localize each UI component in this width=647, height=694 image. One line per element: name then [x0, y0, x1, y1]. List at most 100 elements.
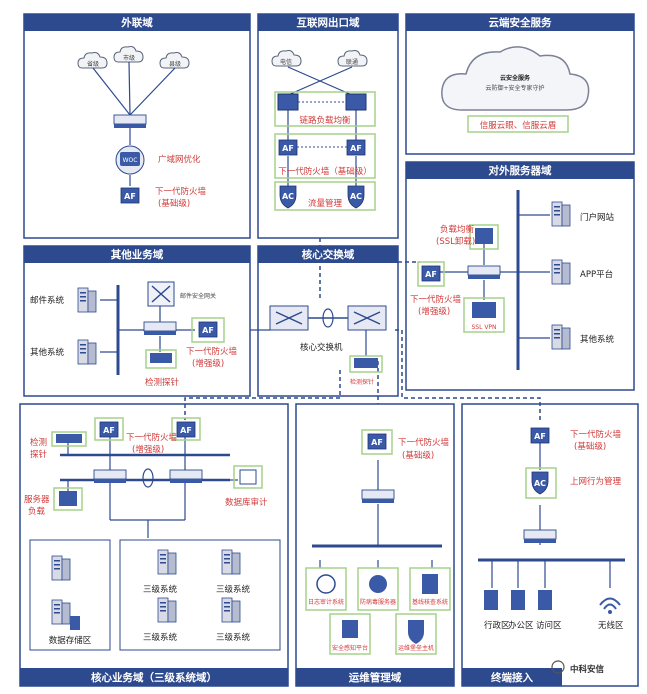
server-icon	[51, 555, 71, 581]
ops-content: 下一代防火墙 (基础级) 日志审计系统 防病毒服务器 基线核查系统 安全感知平台…	[305, 429, 451, 655]
server-icon	[157, 549, 177, 575]
cloud-label: 电信	[280, 58, 292, 66]
cloud-service-caption: 信服云眼、信服云盾	[480, 120, 557, 131]
server-icon	[77, 287, 97, 313]
watermark: 中科安信	[551, 660, 605, 675]
level3-label: 三级系统	[216, 584, 251, 595]
server-icon	[551, 259, 571, 285]
probe-label: 检测探针	[145, 377, 180, 388]
system-label: 邮件系统	[30, 295, 65, 306]
ssl-vpn-label: SSL VPN	[471, 324, 496, 331]
system-label: 其他系统	[30, 347, 65, 358]
woc-icon: WOC	[123, 157, 138, 164]
system-label: 其他系统	[580, 334, 615, 345]
external-zone-content: 省级 市级 县级 WOC 广域网优化 下一代防火墙 (基础级)	[77, 46, 207, 209]
lb-label: 负载	[28, 506, 46, 517]
zone-title-terminal: 终端接入	[491, 671, 533, 684]
af-firewall-core-1	[99, 421, 119, 438]
probe-label: 检测探针	[350, 378, 374, 386]
core-switch-content: 核心交换机 检测探针	[250, 305, 387, 386]
server-icon	[221, 597, 241, 623]
server-icon	[551, 324, 571, 350]
lb-label: (SSL卸载)	[436, 236, 475, 247]
af-firewall-core-2	[176, 421, 196, 438]
fw-label: (增强级)	[192, 358, 224, 369]
ops-tool-label: 基线核查系统	[412, 598, 448, 606]
external-server-switch	[467, 265, 501, 280]
cloud-service-title: 云安全服务	[500, 74, 531, 82]
zone-title-ops: 运维管理域	[349, 671, 402, 684]
af-firewall-external-server	[421, 265, 441, 282]
terminal-switch	[523, 529, 557, 544]
af-firewall-internet-1	[278, 139, 298, 156]
level3-label: 三级系统	[216, 632, 251, 643]
cloud-service-subtitle: 云防御+安全专家守护	[485, 84, 544, 92]
other-business-content: 邮件系统 其他系统 邮件安全网关 下一代防火墙 (增强级) 检测探针	[30, 281, 238, 388]
cloud-label: 省级	[87, 60, 99, 68]
mail-gateway-label: 邮件安全网关	[180, 292, 216, 300]
fw-label: (增强级)	[418, 306, 450, 317]
fw-label: (增强级)	[132, 444, 164, 455]
ops-tool-label: 运维堡垒主机	[398, 644, 434, 652]
cloud-label: 市级	[123, 54, 135, 62]
area-label: 办公区	[508, 620, 534, 631]
af-firewall-internet-2	[346, 139, 366, 156]
af-firewall-terminal	[530, 427, 550, 444]
svg-text:AC: AC	[350, 192, 362, 201]
other-business-switch	[143, 321, 177, 336]
area-label: 无线区	[598, 620, 624, 631]
system-label: 门户网站	[580, 212, 615, 223]
core-switch-label: 核心交换机	[300, 342, 343, 353]
fw-label: (基础级)	[402, 450, 434, 461]
area-label: 行政区	[484, 620, 510, 631]
cloud-label: 联通	[346, 58, 358, 66]
db-audit-label: 数据库审计	[225, 497, 268, 508]
level3-label: 三级系统	[143, 584, 178, 595]
fw-label: 下一代防火墙	[410, 294, 462, 305]
wan-opt-label: 广域网优化	[158, 154, 201, 165]
fw-label: 下一代防火墙	[126, 432, 178, 443]
storage-label: 数据存储区	[49, 635, 92, 646]
zone-title-external: 外联域	[120, 16, 153, 29]
core-business-switch-1	[93, 469, 127, 484]
ops-tool-label: 防病毒服务器	[360, 598, 396, 606]
server-icon	[551, 201, 571, 227]
zone-title-other-business: 其他业务域	[111, 248, 164, 261]
ac-label: 上网行为管理	[570, 476, 622, 487]
af-firewall-other	[198, 321, 218, 338]
zone-title-core-business: 核心业务域（三级系统域）	[91, 671, 217, 684]
server-icon	[157, 597, 177, 623]
external-router	[113, 114, 147, 129]
fw-label: 下一代防火墙	[570, 429, 622, 440]
af-firewall-ops	[367, 433, 387, 450]
external-server-content: 负载均衡 (SSL卸载) 下一代防火墙 (增强级) SSL VPN 门户网站 A…	[410, 190, 615, 370]
system-label: APP平台	[580, 269, 613, 280]
ops-tool-label: 日志审计系统	[308, 598, 344, 606]
ops-switch	[361, 489, 395, 504]
internet-zone-content: 电信 联通 链路负载均衡 下一代防火墙（基础级） AC AC 流量管理	[271, 50, 376, 211]
server-icon	[51, 599, 71, 625]
svg-text:中科安信: 中科安信	[570, 664, 605, 675]
fw-label: 下一代防火墙	[186, 346, 238, 357]
zone-title-cloud: 云端安全服务	[489, 16, 552, 29]
ops-tool-label: 安全感知平台	[332, 644, 368, 652]
core-business-content: 下一代防火墙 (增强级) 检测 探针 服务器 负载 数据库审计 数据存储区 三级…	[24, 417, 281, 651]
core-business-switch-2	[169, 469, 203, 484]
server-icon	[221, 549, 241, 575]
fw-label: (基础级)	[574, 441, 606, 452]
terminal-content: 下一代防火墙 (基础级) AC 上网行为管理 行政区 办公区 访问区 无线区	[478, 427, 625, 631]
cloud-service-content: 云安全服务 云防御+安全专家守护 信服云眼、信服云盾	[441, 46, 590, 133]
fw-label: 下一代防火墙	[155, 186, 207, 197]
zone-other-business: 其他业务域	[23, 245, 251, 397]
svg-text:AC: AC	[282, 192, 294, 201]
fw-label: (基础级)	[158, 198, 190, 209]
ac-label: 流量管理	[308, 198, 343, 209]
svg-text:AC: AC	[534, 479, 546, 488]
zone-title-core-switch: 核心交换域	[302, 248, 355, 261]
fw-label: 下一代防火墙（基础级）	[278, 166, 372, 177]
zone-title-external-server: 对外服务器域	[489, 164, 552, 177]
probe-label: 检测	[30, 437, 47, 448]
fw-label: 下一代防火墙	[398, 437, 450, 448]
probe-label: 探针	[30, 449, 48, 460]
zone-title-internet: 互联网出口域	[297, 16, 360, 29]
